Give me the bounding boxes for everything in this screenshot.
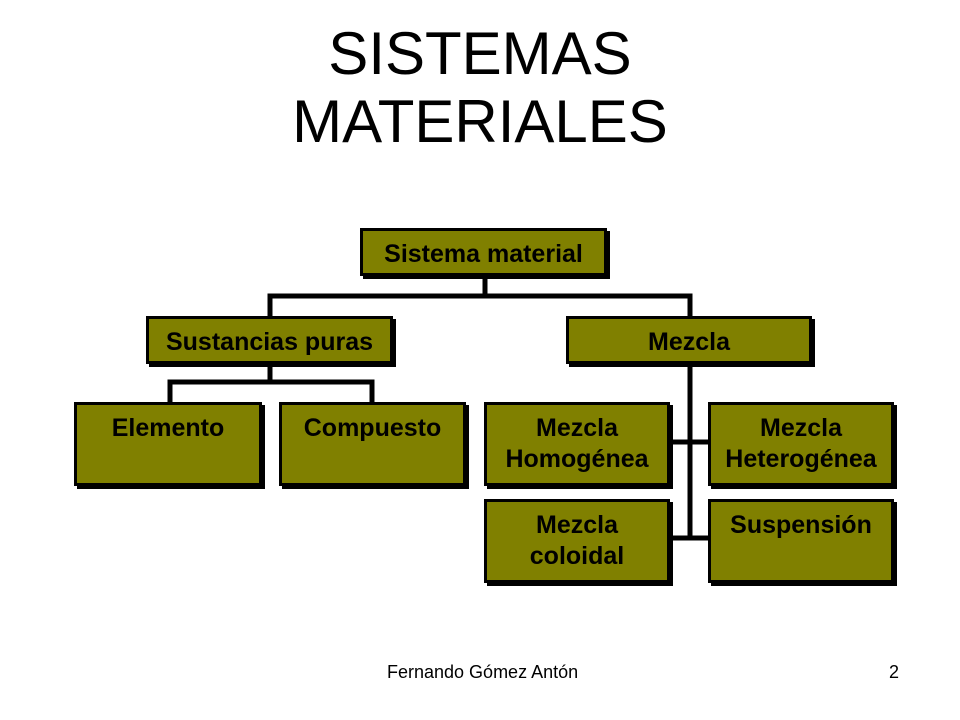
node-sistema-material-label: Sistema material [384,240,583,268]
node-elemento-label: Elemento [111,414,225,442]
node-mezcla-coloidal-line1: Mezcla [536,511,618,539]
node-mezcla-heterogenea: Mezcla Heterogénea [708,402,894,486]
footer-author: Fernando Gómez Antón [387,662,579,682]
slide-title: SISTEMAS MATERIALES [0,20,960,156]
node-suspension-label: Suspensión [730,511,872,539]
node-mezcla-coloidal: Mezcla coloidal [484,499,670,583]
title-line-2: MATERIALES [292,88,668,155]
node-mezcla-heterogenea-line2: Heterogénea [725,445,877,473]
node-suspension: Suspensión [708,499,894,583]
node-mezcla-label: Mezcla [648,328,730,356]
node-compuesto-label: Compuesto [303,414,442,442]
title-line-1: SISTEMAS [328,20,632,87]
node-mezcla: Mezcla [566,316,812,364]
footer-page-number: 2 [889,662,900,682]
node-mezcla-coloidal-line2: coloidal [529,542,625,570]
node-mezcla-homogenea-line2: Homogénea [505,445,649,473]
node-elemento: Elemento [74,402,262,486]
node-sistema-material: Sistema material [360,228,607,276]
node-mezcla-homogenea-line1: Mezcla [536,414,618,442]
node-sustancias-puras-label: Sustancias puras [165,328,374,356]
node-mezcla-heterogenea-line1: Mezcla [760,414,842,442]
node-compuesto: Compuesto [279,402,466,486]
node-mezcla-homogenea: Mezcla Homogénea [484,402,670,486]
node-sustancias-puras: Sustancias puras [146,316,393,364]
